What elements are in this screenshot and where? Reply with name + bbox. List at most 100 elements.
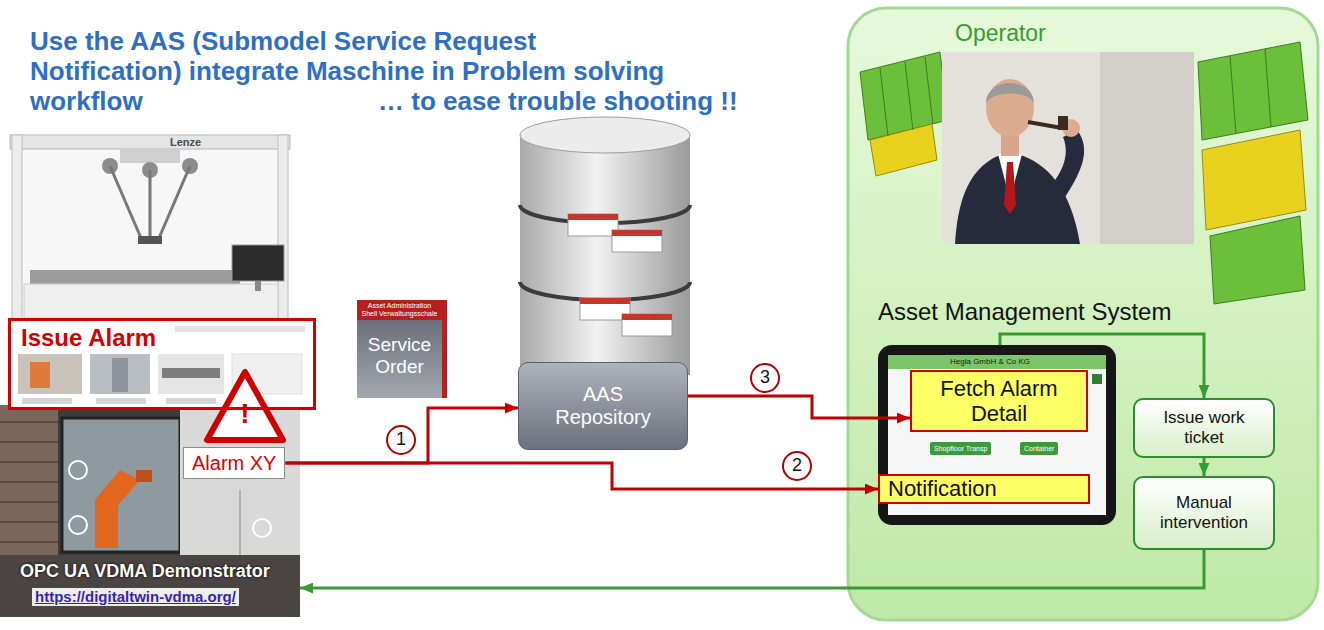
repository-cylinder bbox=[612, 230, 662, 236]
repository-name: AAS Repository bbox=[549, 383, 657, 429]
operator-photo bbox=[1045, 130, 1084, 205]
operator-photo bbox=[1028, 122, 1062, 128]
robot-cell bbox=[10, 135, 290, 149]
repository-cylinder bbox=[612, 230, 662, 252]
alarm-connector bbox=[285, 408, 518, 463]
machine-photo bbox=[69, 516, 87, 534]
alarm-screenshot bbox=[8, 318, 316, 410]
callout-holder: 2 bbox=[782, 451, 812, 481]
machine-photo bbox=[62, 418, 180, 552]
tablet-device bbox=[1092, 374, 1102, 384]
machine-photo bbox=[0, 501, 58, 503]
machine-photo bbox=[0, 461, 58, 463]
folder-tab-text: Asset Administration Shell Verwaltungssc… bbox=[357, 300, 442, 320]
system-heading: Asset Management System bbox=[878, 298, 1171, 326]
conveyor-machines bbox=[860, 52, 948, 140]
alarm-screenshot bbox=[158, 354, 224, 394]
panel-title: Operator bbox=[955, 20, 1046, 47]
operator-photo bbox=[986, 83, 1034, 104]
alarm-screenshot bbox=[30, 362, 50, 388]
screen-button: Container bbox=[1020, 442, 1058, 455]
brand-mark: Lenze bbox=[170, 136, 201, 149]
machine-photo bbox=[0, 422, 58, 542]
alarm-detail-box: Fetch Alarm Detail bbox=[910, 370, 1088, 432]
screen-button: Shopfloor Transp bbox=[930, 442, 991, 455]
alarm-screenshot bbox=[22, 398, 72, 404]
folder-title: Service Order bbox=[357, 320, 442, 384]
machine-photo bbox=[253, 519, 271, 537]
process-box: Issue work ticket bbox=[1133, 398, 1275, 458]
machine-photo bbox=[0, 541, 58, 543]
callout-holder: 3 bbox=[750, 363, 780, 393]
callout-number: 2 bbox=[782, 451, 812, 481]
conveyor-machines bbox=[1265, 49, 1271, 127]
workflow-arrow bbox=[1203, 458, 1206, 476]
alarm-screenshot bbox=[166, 398, 216, 404]
conveyor-machines bbox=[860, 42, 1308, 304]
callout-number: 1 bbox=[386, 425, 416, 455]
repository-cylinder bbox=[622, 314, 672, 336]
conveyor-machines bbox=[1210, 216, 1305, 304]
alarm-screenshot bbox=[90, 354, 150, 394]
machine-photo bbox=[0, 441, 58, 443]
alarm-screenshot bbox=[175, 326, 305, 332]
robot-cell bbox=[24, 284, 278, 318]
box-text: Issue work ticket bbox=[1145, 408, 1263, 448]
operator-panel: OperatorAsset Management SystemFetch Ala… bbox=[848, 8, 1318, 620]
repository-cylinder bbox=[520, 135, 690, 375]
robot-cell bbox=[255, 281, 261, 291]
machine-name: OPC UA VDMA Demonstrator bbox=[20, 560, 300, 582]
label-holder: ! bbox=[235, 400, 255, 428]
alarm-screenshot bbox=[96, 398, 146, 404]
tablet-device bbox=[878, 345, 1116, 525]
operator-photo bbox=[986, 79, 1034, 137]
machine-photo bbox=[0, 421, 58, 423]
conveyor-machines bbox=[1230, 56, 1236, 134]
label-holder: Lenze bbox=[170, 136, 201, 149]
alarm-screenshot: Issue Alarm bbox=[8, 318, 316, 410]
machine-photo bbox=[95, 470, 140, 548]
robot-cell bbox=[232, 245, 284, 281]
conveyor-machines bbox=[925, 57, 933, 124]
callout-number: 3 bbox=[750, 363, 780, 393]
operator-photo bbox=[1100, 52, 1194, 244]
conveyor-machines bbox=[1198, 42, 1308, 140]
robot-cell bbox=[12, 135, 22, 320]
robot-cell bbox=[149, 170, 152, 238]
subtitle: … to ease trouble shooting !! bbox=[378, 86, 738, 116]
robot-cell bbox=[120, 149, 180, 163]
machine-photo bbox=[0, 555, 300, 617]
alarm-screenshot bbox=[112, 358, 128, 392]
repository-cylinder bbox=[520, 117, 690, 153]
machine-photo bbox=[0, 521, 58, 523]
robot-cell bbox=[30, 270, 240, 284]
machine-photo bbox=[136, 470, 152, 482]
repository-cylinder bbox=[520, 117, 690, 375]
operator-photo bbox=[942, 52, 1194, 244]
robot-cell bbox=[138, 236, 162, 244]
conveyor-machines bbox=[905, 62, 913, 130]
repository-cylinder bbox=[622, 314, 672, 320]
label-holder: Hegla GmbH & Co KG bbox=[950, 357, 1030, 367]
alarm-tag: Alarm XY bbox=[183, 447, 285, 479]
process-box: Manual intervention bbox=[1133, 476, 1275, 550]
workflow-arrow bbox=[300, 550, 1204, 588]
screen-header: Hegla GmbH & Co KG bbox=[950, 357, 1030, 367]
repository-box: AAS Repository bbox=[518, 362, 688, 450]
robot-cell bbox=[110, 166, 141, 238]
alarm-text: Alarm XY bbox=[192, 451, 276, 475]
machine-photo bbox=[0, 481, 58, 483]
label-holder: Shopfloor Transp bbox=[930, 442, 991, 455]
robot-cell bbox=[159, 166, 190, 238]
callout-holder: 1 bbox=[386, 425, 416, 455]
robot-cell bbox=[10, 135, 290, 320]
repository-cylinder bbox=[568, 214, 618, 236]
label-holder: … to ease trouble shooting !! bbox=[378, 86, 738, 116]
warning-triangle bbox=[207, 372, 283, 440]
alarm-screenshot bbox=[18, 354, 82, 394]
machine-photo bbox=[69, 461, 87, 479]
notification-box: Notification bbox=[878, 474, 1090, 504]
detail-connector bbox=[688, 396, 910, 418]
tablet-device bbox=[878, 345, 1116, 525]
repository-cylinder bbox=[520, 282, 690, 300]
